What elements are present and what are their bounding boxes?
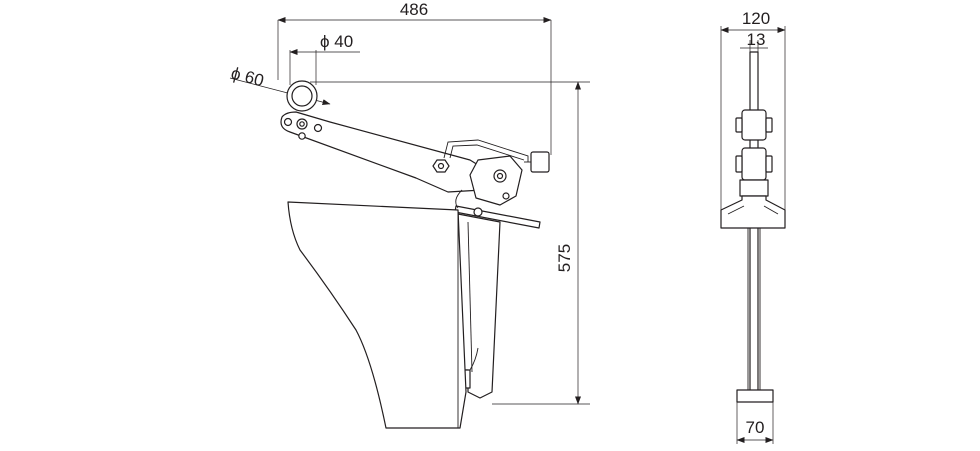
dimension-side-width: 120: [720, 9, 786, 228]
bolt-icon: [432, 159, 450, 173]
handle-knob: [524, 151, 550, 173]
middle-clevis: [735, 147, 773, 197]
eye-inner-label: ϕ 40: [320, 32, 353, 51]
dimension-overall-height: 575: [310, 81, 590, 405]
lever-arm: [280, 111, 497, 193]
dimension-eye-inner: ϕ 40: [289, 32, 360, 85]
upper-clevis: [735, 109, 773, 141]
lower-shaft: [747, 228, 761, 392]
overall-width-label: 486: [400, 0, 428, 19]
dimension-base-width: 70: [736, 402, 774, 444]
side-view: 120 13: [720, 9, 786, 444]
lifting-eye: [286, 80, 318, 112]
side-width-label: 120: [742, 9, 770, 28]
pivot-block: [469, 155, 523, 206]
plate-thickness-label: 13: [747, 30, 766, 49]
eye-outer-label: ϕ 60: [229, 64, 266, 91]
gripped-plate: [287, 201, 467, 429]
dimension-overall-width: 486: [277, 0, 552, 155]
front-view: 486 ϕ 40 ϕ 60 575: [229, 0, 590, 429]
base-width-label: 70: [746, 418, 765, 437]
overall-height-label: 575: [555, 244, 574, 272]
jaw-housing: [720, 195, 786, 229]
base-pad: [736, 389, 774, 403]
guard-bracket: [443, 139, 529, 162]
